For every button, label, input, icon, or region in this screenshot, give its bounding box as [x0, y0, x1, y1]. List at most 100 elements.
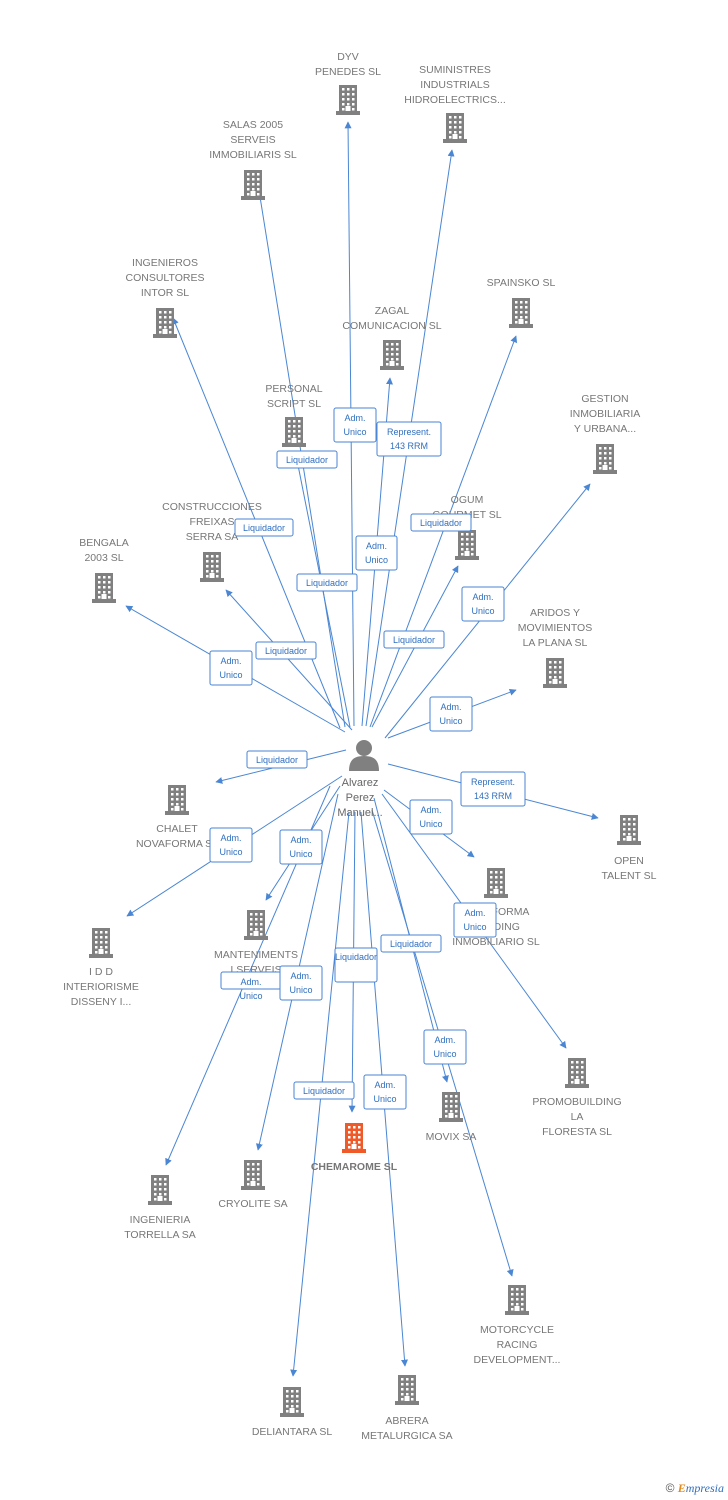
- relation-label: Liquidador: [293, 1081, 355, 1100]
- company-node-cryolite[interactable]: CRYOLITE SA: [218, 1160, 288, 1210]
- relation-label: Liquidador: [276, 450, 338, 469]
- company-label-bengala-line-2: 2003 SL: [84, 552, 123, 564]
- company-label-suministres-line-3: HIDROELECTRICS...: [404, 94, 506, 106]
- company-label-open-line-1: OPEN: [614, 855, 644, 867]
- relation-text-line-1: Liquidador: [335, 952, 377, 962]
- building-icon: [92, 573, 116, 603]
- company-node-suministres[interactable]: SUMINISTRESINDUSTRIALSHIDROELECTRICS...: [404, 64, 506, 143]
- building-icon: [505, 1285, 529, 1315]
- relation-text-line-2: 143 RRM: [390, 441, 428, 451]
- relation-text-line-2: Unico: [471, 606, 494, 616]
- company-label-open-line-2: TALENT SL: [601, 870, 656, 882]
- person-label-line-1: Alvarez: [342, 777, 379, 789]
- relation-text-line-2: 143 RRM: [474, 791, 512, 801]
- relation-text-line-1: Liquidador: [286, 455, 328, 465]
- company-label-suministres-line-2: INDUSTRIALS: [420, 79, 489, 91]
- relation-text-line-1: Adm.: [220, 656, 241, 666]
- company-label-aridos-line-1: ARIDOS Y: [530, 607, 580, 619]
- relation-text-line-2: Unico: [219, 670, 242, 680]
- edge-to-construcciones: [225, 589, 353, 731]
- relation-label: Adm. Unico: [423, 1029, 467, 1065]
- building-icon: [153, 308, 177, 338]
- company-label-chalet-line-1: CHALET: [156, 823, 198, 835]
- building-icon: [241, 170, 265, 200]
- company-label-aridos-line-2: MOVIMIENTOS: [518, 622, 592, 634]
- company-node-dyv[interactable]: DYV PENEDES SL: [315, 51, 381, 115]
- building-icon: [336, 85, 360, 115]
- relation-text-line-1: Liquidador: [420, 518, 462, 528]
- relation-label: Adm.Unico: [209, 827, 253, 863]
- company-label-cryolite-line-1: CRYOLITE SA: [218, 1198, 287, 1210]
- company-label-chemarome-line-1: CHEMAROME SL: [311, 1161, 398, 1173]
- brand-logo[interactable]: Empresia: [678, 1481, 724, 1495]
- company-node-zagal[interactable]: ZAGAL COMUNICACION SL: [342, 305, 442, 370]
- relation-label: Adm.Unico: [429, 696, 473, 732]
- footer-credit: © Empresia: [666, 1481, 724, 1496]
- relation-text-line-1: Adm.: [434, 1035, 455, 1045]
- company-label-ingenieria-line-1: INGENIERIA: [130, 1214, 191, 1226]
- building-icon: [484, 868, 508, 898]
- company-label-zagal-line-2: COMUNICACION SL: [342, 320, 441, 332]
- relation-text-line-1: Adm.: [464, 908, 485, 918]
- relation-text-line-2: Unico: [463, 922, 486, 932]
- person-icon: [349, 740, 379, 771]
- relation-label: Liquidador: [380, 934, 442, 953]
- company-node-chalet[interactable]: CHALET NOVAFORMA SL: [136, 785, 218, 850]
- relation-label: Adm.Unico: [220, 971, 282, 1001]
- company-label-dyv-line-1: DYV: [337, 51, 359, 63]
- company-node-bengala[interactable]: BENGALA 2003 SL: [79, 537, 129, 603]
- company-node-movix[interactable]: MOVIX SA: [426, 1092, 477, 1143]
- company-node-motorcycle[interactable]: MOTORCYCLERACINGDEVELOPMENT...: [474, 1285, 561, 1366]
- relation-label: Adm. Unico: [453, 902, 497, 938]
- relation-label: Liquidador: [383, 630, 445, 649]
- company-label-zagal-line-1: ZAGAL: [375, 305, 410, 317]
- building-icon: [282, 417, 306, 447]
- company-node-open[interactable]: OPEN TALENT SL: [601, 815, 657, 882]
- company-label-chalet-line-2: NOVAFORMA SL: [136, 838, 218, 850]
- building-icon: [439, 1092, 463, 1122]
- company-label-construcciones-line-3: SERRA SA: [186, 531, 239, 543]
- relation-label: Liquidador: [296, 573, 358, 592]
- relation-text-line-1: Adm.: [366, 541, 387, 551]
- building-icon: [380, 340, 404, 370]
- relation-text-line-1: Adm.: [240, 977, 261, 987]
- building-icon: [244, 910, 268, 940]
- relation-text-line-2: Unico: [419, 819, 442, 829]
- relation-text-line-1: Liquidador: [393, 635, 435, 645]
- relation-text-line-2: Unico: [365, 555, 388, 565]
- brand-logo-rest: mpresia: [685, 1481, 724, 1495]
- building-icon: [200, 552, 224, 582]
- building-icon: [148, 1175, 172, 1205]
- building-icon: [509, 298, 533, 328]
- center-person-node[interactable]: Alvarez Perez Manuel...: [337, 740, 383, 819]
- company-label-motorcycle-line-2: RACING: [497, 1339, 538, 1351]
- company-node-spainsko[interactable]: SPAINSKO SL: [487, 277, 556, 328]
- company-label-idd-line-3: DISSENY I...: [71, 996, 132, 1008]
- relation-text-line-2: Unico: [433, 1049, 456, 1059]
- company-label-motorcycle-line-3: DEVELOPMENT...: [474, 1354, 561, 1366]
- company-label-construcciones-line-2: FREIXAS: [190, 516, 235, 528]
- company-label-bengala-line-1: BENGALA: [79, 537, 129, 549]
- relation-text-line-1: Adm.: [290, 835, 311, 845]
- company-label-abrera-line-1: ABRERA: [385, 1415, 428, 1427]
- company-label-dyv-line-2: PENEDES SL: [315, 66, 381, 78]
- relation-text-line-1: Liquidador: [265, 646, 307, 656]
- company-label-ingenieros-line-3: INTOR SL: [141, 287, 189, 299]
- company-node-deliantara[interactable]: DELIANTARA SL: [252, 1387, 332, 1438]
- building-icon: [241, 1160, 265, 1190]
- company-label-salas-line-1: SALAS 2005: [223, 119, 283, 131]
- relation-label: Adm.Unico: [409, 799, 453, 835]
- company-node-chemarome[interactable]: CHEMAROME SL: [311, 1123, 398, 1173]
- company-label-idd-line-1: I D D: [89, 966, 113, 978]
- company-label-salas-line-3: IMMOBILIARIS SL: [209, 149, 297, 161]
